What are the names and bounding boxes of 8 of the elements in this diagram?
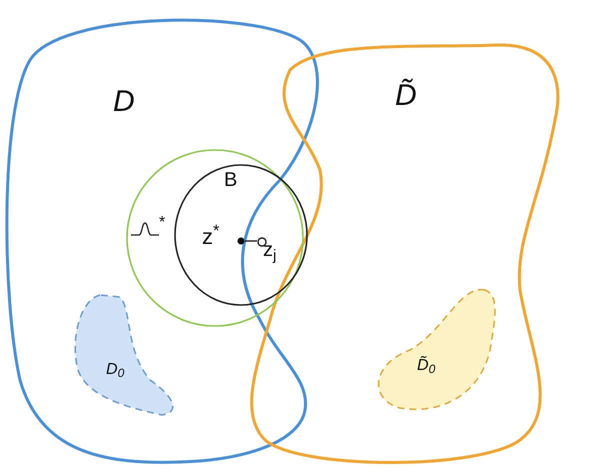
region-label: D̃$_{0}$ <box>417 358 436 374</box>
region-label: D̃ <box>395 81 417 111</box>
region-label: * <box>159 215 166 231</box>
region-label: B <box>224 170 238 190</box>
point-label: z$^{*}$ <box>202 226 220 248</box>
connector-line <box>245 240 257 242</box>
region-label: D$_{0}$ <box>106 362 124 378</box>
region-label: D <box>113 87 135 117</box>
